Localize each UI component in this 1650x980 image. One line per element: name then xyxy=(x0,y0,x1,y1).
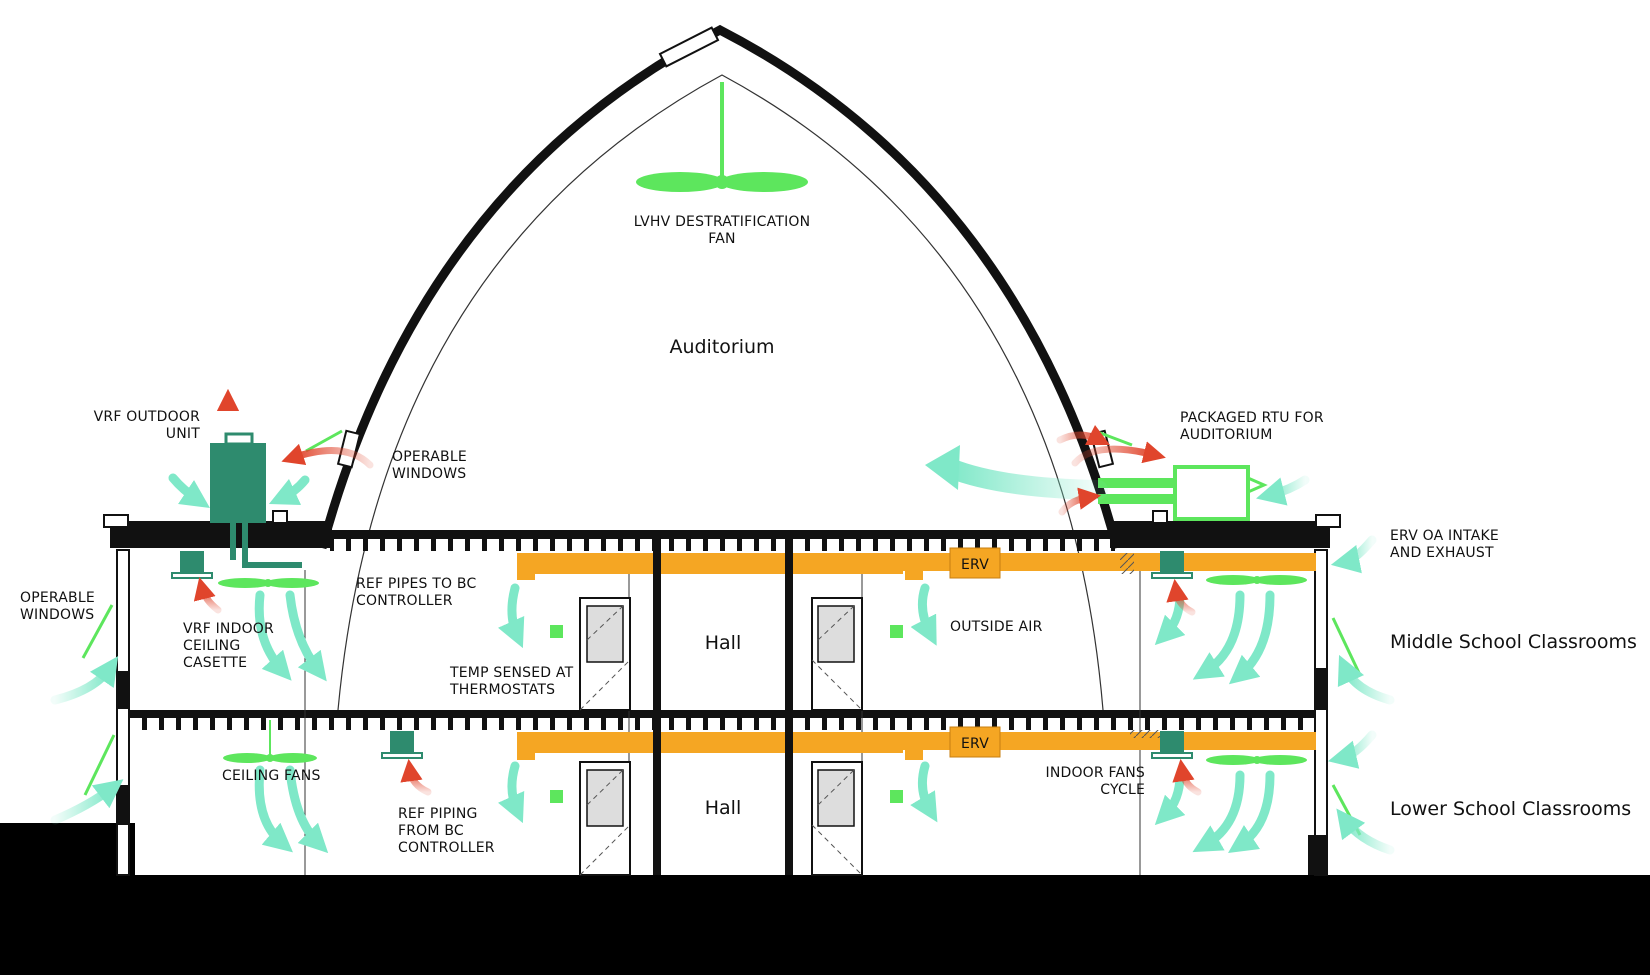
label-vrf-indoor-3: CASETTE xyxy=(183,655,247,671)
label-temp-sensed-2: THERMOSTATS xyxy=(449,682,555,698)
label-fan-top: LVHV DESTRATIFICATION FAN xyxy=(634,214,811,247)
erv-duct-upper xyxy=(517,547,1316,580)
label-outside-air: OUTSIDE AIR xyxy=(950,619,1043,635)
label-erv-upper: ERV xyxy=(961,557,989,573)
roof-ceiling-joists xyxy=(330,539,1115,551)
floor-joists xyxy=(118,718,1318,730)
vrf-outdoor-unit xyxy=(210,432,302,568)
arch-roof xyxy=(317,24,1122,550)
label-operable-windows-left-1: OPERABLE xyxy=(20,590,95,606)
label-vrf-outdoor-1: VRF OUTDOOR xyxy=(94,409,200,425)
label-ref-pipes-2: CONTROLLER xyxy=(356,593,453,609)
roof-slab-right xyxy=(1110,521,1330,548)
label-indoor-fans-1: INDOOR FANS xyxy=(1045,765,1145,781)
label-packaged-rtu-2: AUDITORIUM xyxy=(1180,427,1273,443)
ceiling-fan-lower-left xyxy=(223,720,317,763)
door-upper-right xyxy=(811,597,863,711)
ceiling-fan-lower-right xyxy=(1206,755,1307,765)
ground xyxy=(0,875,1650,975)
label-ceiling-fans: CEILING FANS xyxy=(222,768,321,784)
label-operable-windows-top-2: WINDOWS xyxy=(392,466,466,482)
label-temp-sensed-1: TEMP SENSED AT xyxy=(449,665,574,681)
door-upper-left xyxy=(579,597,631,711)
label-auditorium: Auditorium xyxy=(669,336,774,358)
thermostat-3 xyxy=(550,790,563,803)
ref-pipes xyxy=(208,554,460,749)
airflow-red xyxy=(193,388,1202,796)
wall-left xyxy=(116,549,130,876)
auditorium-supply-arrowhead xyxy=(925,445,960,490)
wall-right-block2 xyxy=(1308,835,1327,875)
ground-step-left xyxy=(0,823,135,878)
operable-window-left-arch xyxy=(336,429,362,469)
label-fan-top-1: LVHV DESTRATIFICATION xyxy=(634,214,811,230)
label-ref-piping-from-2: FROM BC xyxy=(398,823,464,839)
floor-slab xyxy=(118,710,1318,718)
thermostat-2 xyxy=(890,625,903,638)
lvhv-fan xyxy=(636,82,808,192)
erv-cassette-upper xyxy=(1151,551,1193,579)
wall-right xyxy=(1314,549,1328,876)
erv-cassette-lower xyxy=(1151,731,1193,759)
erv-duct-lower xyxy=(517,726,1316,760)
label-ref-pipes-1: REF PIPES TO BC xyxy=(356,576,476,592)
ceiling-fan-upper-right xyxy=(1206,575,1307,585)
label-operable-windows-left-2: WINDOWS xyxy=(20,607,94,623)
airflow-mint xyxy=(50,473,1395,855)
label-erv-intake-2: AND EXHAUST xyxy=(1390,545,1494,561)
roof-slab-left xyxy=(110,521,332,548)
label-middle-school: Middle School Classrooms xyxy=(1390,631,1637,653)
label-ref-piping-from-3: CONTROLLER xyxy=(398,840,495,856)
label-vrf-indoor-1: VRF INDOOR xyxy=(183,621,274,637)
arch-interior-line xyxy=(337,74,1104,711)
ceiling-fan-upper-left xyxy=(218,578,319,588)
label-operable-windows-top-1: OPERABLE xyxy=(392,449,467,465)
wall-left-block2 xyxy=(117,785,129,825)
vrf-cassette-lower xyxy=(381,731,423,759)
label-lower-school: Lower School Classrooms xyxy=(1390,798,1631,820)
packaged-rtu xyxy=(1098,465,1268,521)
roof-vent-right xyxy=(1152,510,1168,524)
label-ref-piping-from-1: REF PIPING xyxy=(398,806,478,822)
label-erv-intake-1: ERV OA INTAKE xyxy=(1390,528,1499,544)
roof-vent-top xyxy=(658,26,720,68)
parapet-right xyxy=(1315,514,1341,528)
thermostat-4 xyxy=(890,790,903,803)
label-vrf-indoor-2: CEILING xyxy=(183,638,240,654)
label-indoor-fans-2: CYCLE xyxy=(1100,782,1145,798)
thermostat-1 xyxy=(550,625,563,638)
hall-wall-left xyxy=(653,537,661,875)
parapet-left xyxy=(103,514,129,528)
svg-text:FAN: FAN xyxy=(708,231,735,247)
roof-vent-left xyxy=(272,510,288,524)
arch-roof-inner-edge xyxy=(328,38,1111,549)
label-erv-lower: ERV xyxy=(961,736,989,752)
hall-wall-right xyxy=(785,537,793,875)
label-packaged-rtu-1: PACKAGED RTU FOR xyxy=(1180,410,1324,426)
door-lower-left xyxy=(579,761,631,876)
wall-left-block xyxy=(117,671,129,709)
door-lower-right xyxy=(811,761,863,876)
vrf-cassette-upper xyxy=(171,551,213,579)
label-fan-top-2: FAN xyxy=(708,231,735,247)
label-hall-lower: Hall xyxy=(705,797,742,819)
wall-right-block xyxy=(1315,668,1327,710)
auditorium-supply-arrow xyxy=(940,458,1108,500)
label-vrf-outdoor-2: UNIT xyxy=(166,426,200,442)
svg-text:LVHV DESTRATIFICATION: LVHV DESTRATIFICATION xyxy=(634,214,811,230)
roof-slab-mid xyxy=(325,530,1115,539)
label-hall-upper: Hall xyxy=(705,632,742,654)
